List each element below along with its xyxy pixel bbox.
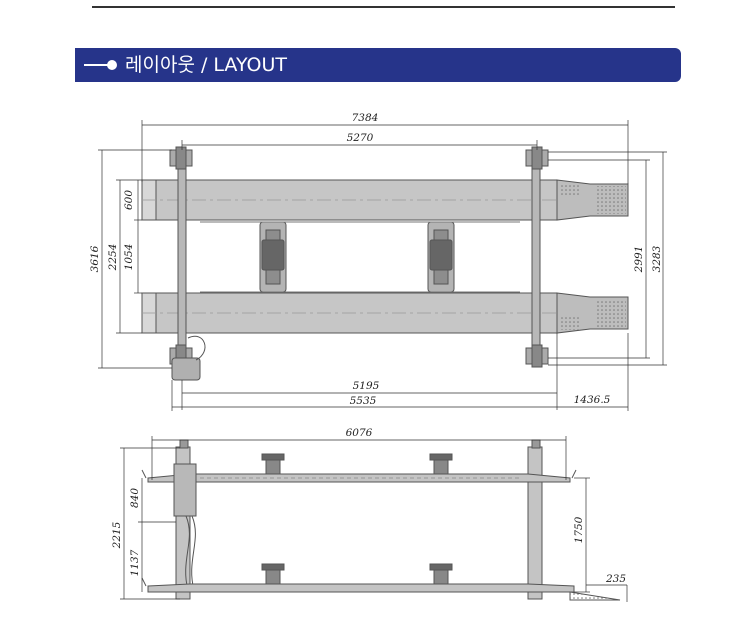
- dim-inner-width: 2254: [107, 244, 119, 272]
- dim-runway-length: 5195: [353, 380, 380, 392]
- top-view: [141, 146, 629, 381]
- dim-column-width: 2991: [633, 246, 645, 274]
- banner-line-icon: [84, 64, 109, 66]
- side-view-dimension-lines: [120, 436, 628, 602]
- dim-outer-width: 3283: [651, 245, 663, 272]
- dim-runway-width: 600: [123, 190, 135, 210]
- right-crossbeam: [531, 164, 541, 354]
- dim-lift-height: 1750: [573, 516, 585, 543]
- dim-ramp-height: 235: [605, 573, 626, 585]
- lower-runway: [141, 292, 629, 334]
- dim-column-length: 5535: [350, 395, 377, 407]
- header-rule: [92, 6, 675, 8]
- upper-runway: [141, 179, 629, 221]
- right-column: [527, 446, 543, 600]
- side-view: [141, 439, 621, 601]
- dim-side-length: 6076: [346, 427, 373, 439]
- power-unit: [171, 335, 206, 381]
- top-view-dimension-lines: [98, 120, 667, 411]
- left-crossbeam: [177, 164, 187, 354]
- dim-overall-height: 2215: [111, 521, 123, 549]
- dim-total-width: 3616: [89, 245, 101, 272]
- section-banner: 레이아웃 / LAYOUT: [75, 48, 681, 82]
- jacks: [259, 221, 455, 293]
- dim-column-span: 5270: [347, 132, 374, 144]
- side-power-unit: [173, 463, 197, 517]
- dim-ramp-length: 1436.5: [574, 394, 611, 406]
- dim-upper-height: 840: [129, 488, 141, 508]
- column-posts: [169, 146, 549, 368]
- dim-lower-height: 1137: [129, 549, 141, 576]
- banner-bullet-icon: [107, 60, 117, 70]
- section-title: 레이아웃 / LAYOUT: [125, 54, 287, 76]
- dim-overall-length: 7384: [352, 112, 379, 124]
- dim-runway-gap: 1054: [123, 244, 135, 271]
